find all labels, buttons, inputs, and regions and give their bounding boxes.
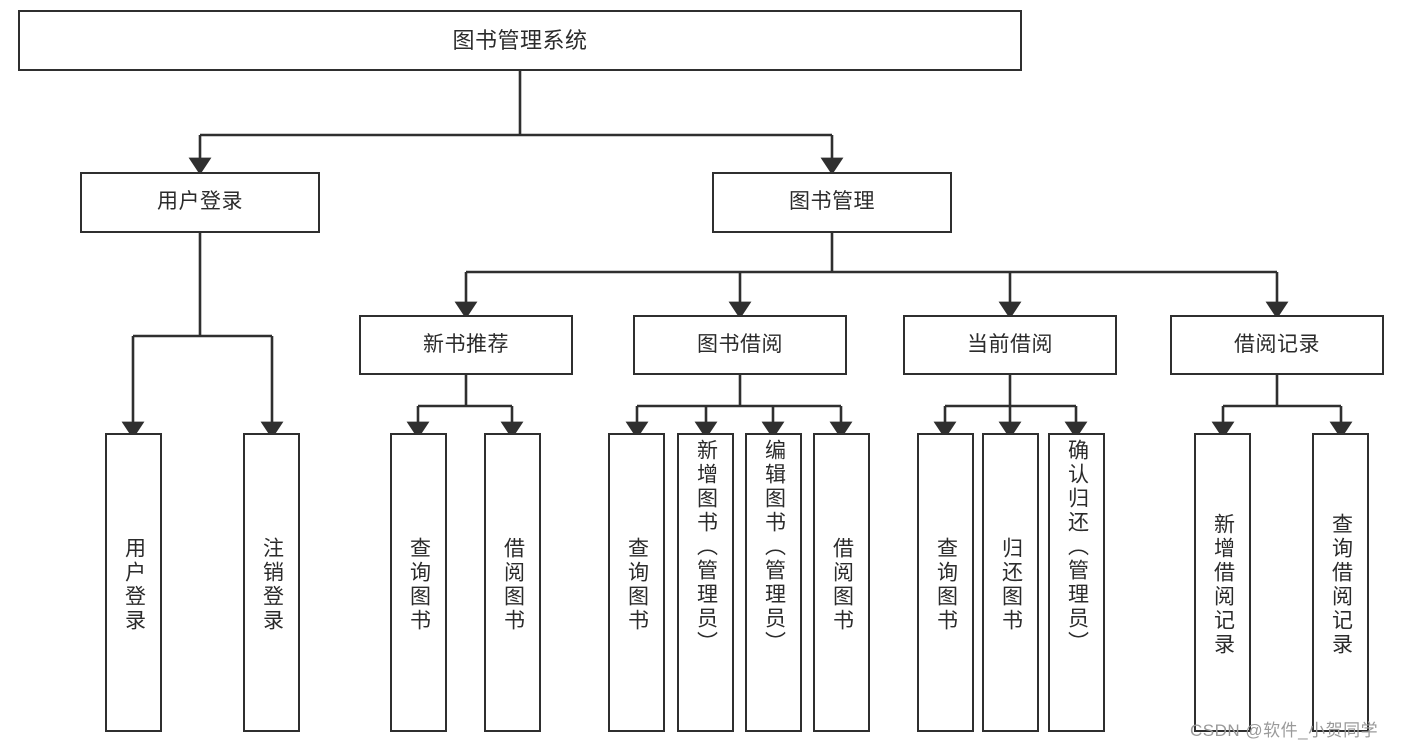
- node-label: 注销登录: [260, 536, 284, 633]
- node-leaf-borrow-books-recommend[interactable]: 借阅图书: [484, 433, 541, 732]
- node-leaf-search-books-recommend[interactable]: 查询图书: [390, 433, 447, 732]
- node-borrowing-record[interactable]: 借阅记录: [1170, 315, 1384, 375]
- node-new-book-recommendation[interactable]: 新书推荐: [359, 315, 573, 375]
- node-label: 图书管理系统: [452, 27, 588, 53]
- node-label: 新增图书（管理员）: [694, 439, 718, 655]
- node-leaf-add-book-admin[interactable]: 新增图书（管理员）: [677, 433, 734, 732]
- watermark-text: CSDN @软件_小贺同学: [1190, 721, 1379, 740]
- node-user-login[interactable]: 用户登录: [80, 172, 320, 233]
- node-label: 图书借阅: [697, 332, 783, 356]
- node-label: 编辑图书（管理员）: [762, 439, 786, 655]
- node-label: 用户登录: [122, 536, 146, 633]
- node-leaf-query-borrow-record[interactable]: 查询借阅记录: [1312, 433, 1369, 732]
- node-leaf-return-book[interactable]: 归还图书: [982, 433, 1039, 732]
- node-leaf-confirm-return-admin[interactable]: 确认归还（管理员）: [1048, 433, 1105, 732]
- node-label: 当前借阅: [967, 332, 1053, 356]
- node-leaf-search-books-current[interactable]: 查询图书: [917, 433, 974, 732]
- node-current-borrowing[interactable]: 当前借阅: [903, 315, 1117, 375]
- node-label: 查询图书: [625, 536, 649, 633]
- node-label: 用户登录: [157, 190, 243, 214]
- node-leaf-search-books-borrow[interactable]: 查询图书: [608, 433, 665, 732]
- node-label: 借阅记录: [1234, 332, 1320, 356]
- node-book-borrowing[interactable]: 图书借阅: [633, 315, 847, 375]
- node-leaf-borrow-book[interactable]: 借阅图书: [813, 433, 870, 732]
- node-label: 借阅图书: [501, 536, 525, 633]
- node-label: 新增借阅记录: [1211, 512, 1235, 657]
- node-leaf-user-login[interactable]: 用户登录: [105, 433, 162, 732]
- node-label: 借阅图书: [830, 536, 854, 633]
- node-book-management[interactable]: 图书管理: [712, 172, 952, 233]
- node-library-management-system[interactable]: 图书管理系统: [18, 10, 1022, 71]
- node-leaf-add-borrow-record[interactable]: 新增借阅记录: [1194, 433, 1251, 732]
- node-label: 图书管理: [789, 190, 875, 214]
- node-label: 查询图书: [934, 536, 958, 633]
- node-label: 归还图书: [999, 536, 1023, 633]
- node-label: 新书推荐: [423, 332, 509, 356]
- node-label: 查询借阅记录: [1329, 512, 1353, 657]
- node-leaf-logout[interactable]: 注销登录: [243, 433, 300, 732]
- node-leaf-edit-book-admin[interactable]: 编辑图书（管理员）: [745, 433, 802, 732]
- node-label: 查询图书: [407, 536, 431, 633]
- node-label: 确认归还（管理员）: [1065, 439, 1089, 655]
